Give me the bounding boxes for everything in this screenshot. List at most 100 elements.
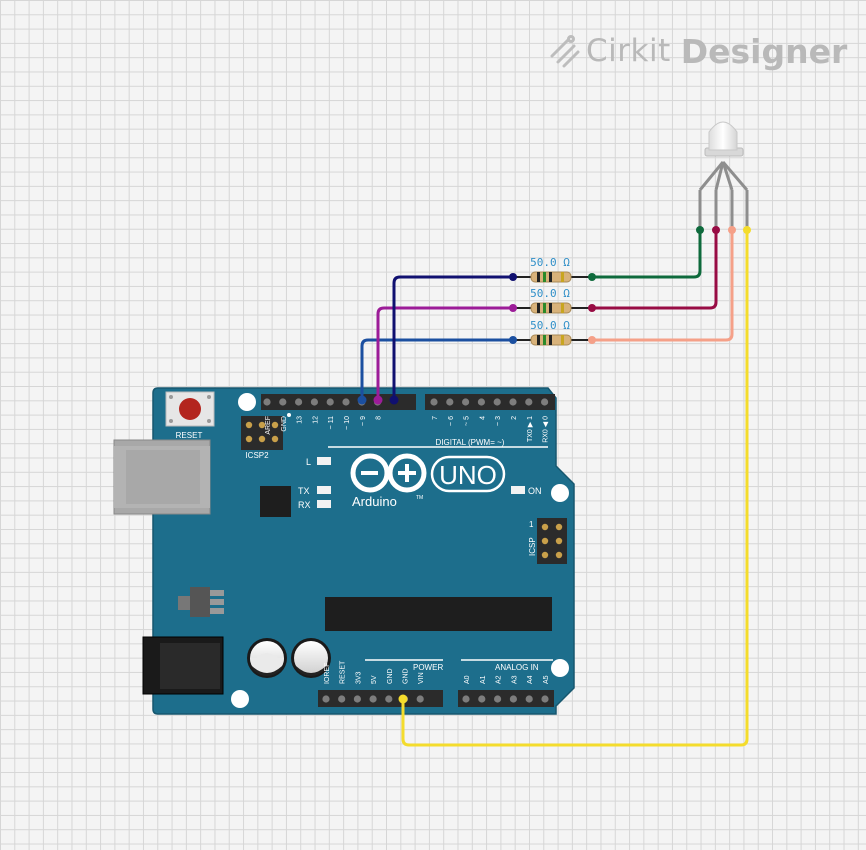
resistor[interactable]: 50.0 Ω [513, 319, 592, 346]
resistor[interactable]: 50.0 Ω [513, 287, 592, 314]
tx-label: TX [298, 486, 310, 496]
power-label: POWER [413, 663, 443, 672]
icsp-pin1-label: 1 [529, 520, 534, 529]
led-l-label: L [306, 457, 311, 467]
power-pin[interactable] [322, 695, 330, 703]
icsp-pin [541, 537, 549, 545]
icsp2-pin [258, 435, 266, 443]
power-pin[interactable] [353, 695, 361, 703]
digital-pin-label: GND [281, 416, 288, 432]
digital-pin[interactable] [342, 398, 350, 406]
wire-led-blue[interactable] [590, 228, 734, 342]
resistor[interactable]: 50.0 Ω [513, 256, 592, 283]
power-pin-label: IOREF [324, 663, 331, 684]
trademark: TM [416, 495, 423, 501]
digital-pin[interactable] [509, 398, 517, 406]
digital-pin[interactable] [326, 398, 334, 406]
icsp2-pin [271, 435, 279, 443]
digital-pin-label: ~ 6 [448, 416, 455, 426]
digital-pin-label: 12 [312, 416, 319, 424]
usb-chip [260, 486, 291, 517]
wires [360, 228, 749, 747]
icsp-header [537, 518, 567, 564]
digital-pin[interactable] [477, 398, 485, 406]
board-pcb [152, 387, 575, 715]
power-pin-label: VIN [418, 672, 425, 684]
digital-pin[interactable] [462, 398, 470, 406]
digital-pin-label: ~ 9 [360, 416, 367, 426]
on-label: ON [528, 486, 542, 496]
mounting-hole [551, 484, 569, 502]
icsp2-pin [245, 435, 253, 443]
wire-pin10[interactable] [376, 306, 515, 397]
analog-pin-label: A0 [464, 675, 471, 684]
arduino-logo-icon [350, 453, 427, 493]
digital-pin[interactable] [295, 398, 303, 406]
analog-pin[interactable] [541, 695, 549, 703]
reset-button[interactable] [165, 391, 215, 427]
wire-gnd[interactable] [401, 228, 749, 747]
uno-text: UNO [439, 460, 497, 490]
power-pin[interactable] [369, 695, 377, 703]
wire-pin11[interactable] [360, 338, 515, 397]
wire-endpoints [357, 273, 596, 704]
digital-pin[interactable] [430, 398, 438, 406]
analog-header [458, 690, 554, 707]
analog-pin-label: A3 [511, 675, 518, 684]
digital-label: DIGITAL (PWM= ~) [436, 438, 505, 447]
icsp-label: ICSP [528, 537, 537, 556]
digital-pin-label: ~ 5 [464, 416, 471, 426]
resistor-label: 50.0 Ω [530, 256, 570, 269]
icsp2-pin [258, 421, 266, 429]
digital-pin[interactable] [310, 398, 318, 406]
wire-pin9[interactable] [392, 275, 515, 397]
arduino-uno-board[interactable]: RESET ICSP2 DIGITAL (PWM= ~) L TX RX A [113, 387, 575, 715]
analog-pin-label: A5 [543, 675, 550, 684]
voltage-regulator [190, 587, 210, 617]
analog-pin[interactable] [494, 695, 502, 703]
power-pin[interactable] [416, 695, 424, 703]
digital-pin-label: ~ 10 [344, 416, 351, 430]
icsp-pin [555, 523, 563, 531]
digital-pin[interactable] [541, 398, 549, 406]
digital-pin-label: 8 [376, 416, 383, 420]
analog-pin[interactable] [509, 695, 517, 703]
analog-pin[interactable] [478, 695, 486, 703]
digital-pin[interactable] [525, 398, 533, 406]
capacitor [291, 638, 331, 678]
cirkit-logo-icon [550, 35, 580, 68]
digital-pin-label: 4 [479, 416, 486, 420]
digital-pin[interactable] [493, 398, 501, 406]
mounting-hole [231, 690, 249, 708]
atmega-chip [325, 597, 552, 631]
wire-led-green[interactable] [590, 228, 702, 279]
digital-pin[interactable] [279, 398, 287, 406]
analog-pin-label: A4 [527, 675, 534, 684]
icsp-pin [541, 551, 549, 559]
icsp2-pin [271, 421, 279, 429]
rgb-led[interactable] [696, 121, 751, 234]
icsp-pin [541, 523, 549, 531]
mounting-hole [551, 659, 569, 677]
mounting-hole [238, 393, 256, 411]
power-pin[interactable] [385, 695, 393, 703]
analog-pin[interactable] [525, 695, 533, 703]
digital-pin-label: RX0 ◀ 0 [543, 416, 550, 443]
power-pin-label: 5V [371, 675, 378, 684]
cirkit-designer-logo: Cirkit Designer [548, 28, 847, 74]
power-pin[interactable] [338, 695, 346, 703]
icsp-pin [555, 537, 563, 545]
power-pin-label: GND [387, 668, 394, 684]
arduino-logo-text: Arduino [352, 494, 397, 509]
icsp2-header [241, 416, 283, 450]
digital-pin[interactable] [263, 398, 271, 406]
digital-pin[interactable] [446, 398, 454, 406]
led-rx [317, 500, 331, 508]
digital-pin-label: ~ 11 [328, 416, 335, 429]
wire-led-red[interactable] [590, 228, 718, 310]
analog-pin[interactable] [462, 695, 470, 703]
digital-pin-label: AREF [265, 416, 272, 435]
digital-pin-label: 7 [432, 416, 439, 420]
icsp2-label: ICSP2 [245, 451, 269, 460]
